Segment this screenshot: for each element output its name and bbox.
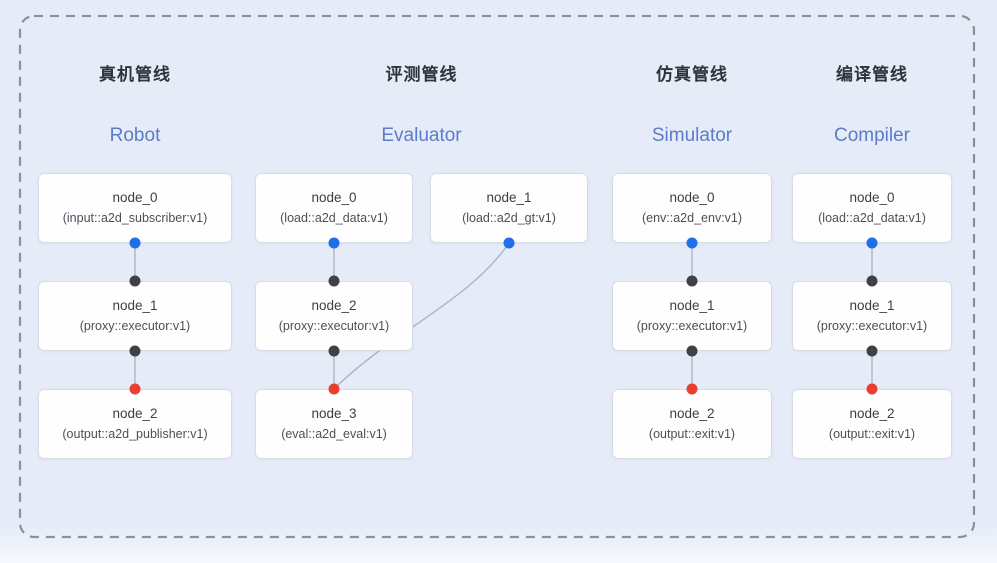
node-name: node_1 — [112, 298, 158, 313]
node-type: (load::a2d_data:v1) — [280, 211, 388, 225]
node-type: (output::exit:v1) — [648, 427, 736, 441]
node-simulator-2: node_2 (output::exit:v1) — [612, 389, 772, 459]
node-type: (input::a2d_subscriber:v1) — [62, 211, 208, 225]
node-type: (proxy::executor:v1) — [79, 319, 191, 333]
pipeline-header-robot: 真机管线 Robot — [38, 63, 232, 149]
node-simulator-1: node_1 (proxy::executor:v1) — [612, 281, 772, 351]
pipeline-title-en: Robot — [109, 125, 161, 146]
node-type: (load::a2d_gt:v1) — [462, 211, 556, 225]
pipeline-title-en: Compiler — [833, 125, 911, 146]
node-name: node_1 — [669, 298, 715, 313]
pipeline-title-zh: 编译管线 — [836, 65, 908, 84]
node-type: (env::a2d_env:v1) — [641, 211, 743, 225]
node-name: node_2 — [669, 406, 715, 421]
pipeline-title-zh: 评测管线 — [385, 65, 458, 84]
node-type: (proxy::executor:v1) — [636, 319, 748, 333]
node-name: node_0 — [669, 190, 715, 205]
node-type: (output::exit:v1) — [828, 427, 916, 441]
node-type: (proxy::executor:v1) — [278, 319, 390, 333]
pipeline-title-zh: 仿真管线 — [656, 65, 728, 84]
node-name: node_1 — [486, 190, 532, 205]
pipeline-title-en: Simulator — [651, 125, 733, 146]
node-robot-1: node_1 (proxy::executor:v1) — [38, 281, 232, 351]
pipeline-header-simulator: 仿真管线 Simulator — [612, 63, 772, 149]
node-type: (proxy::executor:v1) — [816, 319, 928, 333]
node-evaluator-3: node_3 (eval::a2d_eval:v1) — [255, 389, 413, 459]
node-type: (eval::a2d_eval:v1) — [281, 427, 387, 441]
node-type: (load::a2d_data:v1) — [818, 211, 926, 225]
pipeline-header-evaluator: 评测管线 Evaluator — [255, 63, 588, 149]
node-compiler-0: node_0 (load::a2d_data:v1) — [792, 173, 952, 243]
node-name: node_0 — [112, 190, 158, 205]
node-name: node_2 — [849, 406, 895, 421]
node-name: node_1 — [849, 298, 895, 313]
pipeline-title-en: Evaluator — [381, 125, 462, 146]
node-compiler-2: node_2 (output::exit:v1) — [792, 389, 952, 459]
node-robot-2: node_2 (output::a2d_publisher:v1) — [38, 389, 232, 459]
node-evaluator-2: node_2 (proxy::executor:v1) — [255, 281, 413, 351]
node-name: node_3 — [311, 406, 357, 421]
node-evaluator-1: node_1 (load::a2d_gt:v1) — [430, 173, 588, 243]
node-evaluator-0: node_0 (load::a2d_data:v1) — [255, 173, 413, 243]
pipeline-title-zh: 真机管线 — [99, 65, 171, 84]
node-name: node_2 — [112, 406, 158, 421]
node-robot-0: node_0 (input::a2d_subscriber:v1) — [38, 173, 232, 243]
node-name: node_0 — [311, 190, 357, 205]
node-compiler-1: node_1 (proxy::executor:v1) — [792, 281, 952, 351]
node-type: (output::a2d_publisher:v1) — [62, 427, 208, 441]
pipeline-header-compiler: 编译管线 Compiler — [792, 63, 952, 149]
node-simulator-0: node_0 (env::a2d_env:v1) — [612, 173, 772, 243]
node-name: node_2 — [311, 298, 357, 313]
node-name: node_0 — [849, 190, 895, 205]
